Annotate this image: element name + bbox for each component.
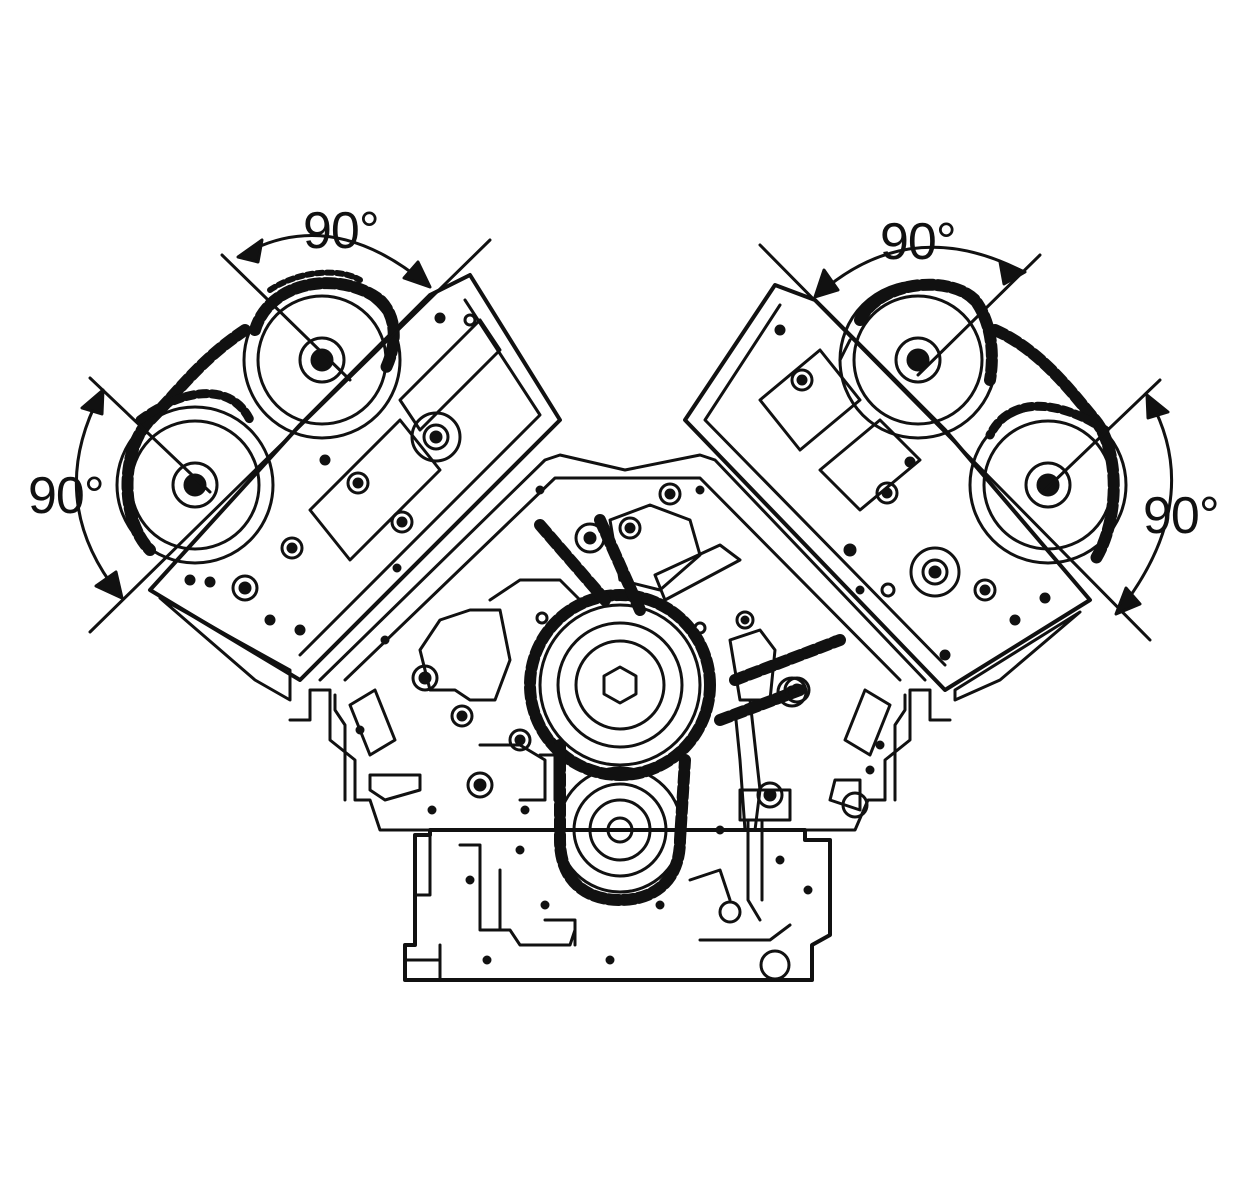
reference-line-l-1 (88, 376, 212, 494)
curved-double-arrow-icon (74, 393, 120, 595)
curved-double-arrow-icon (1118, 398, 1174, 612)
angle-arrows (74, 233, 1174, 616)
reference-lines (88, 238, 1162, 642)
right-camshaft-assembly (838, 278, 1128, 566)
reference-line-tl-2 (88, 238, 492, 634)
curved-double-arrow-icon (818, 245, 1022, 295)
angle-label-top-right: 90° (880, 213, 957, 271)
front-cover-details (348, 482, 892, 981)
engine-block-outline (288, 453, 952, 982)
angle-label-left: 90° (28, 467, 105, 525)
right-cylinder-head (683, 283, 1092, 702)
curved-double-arrow-icon (240, 233, 427, 285)
left-camshaft-assembly (115, 269, 402, 565)
reference-line-tl-1 (220, 253, 352, 382)
center-sprocket-assembly (524, 514, 846, 906)
left-cylinder-head (148, 273, 562, 702)
angle-label-right: 90° (1143, 487, 1220, 545)
reference-line-r-1 (1043, 378, 1162, 492)
reference-line-tr-1 (758, 243, 1152, 642)
angle-label-top-left: 90° (303, 202, 380, 260)
